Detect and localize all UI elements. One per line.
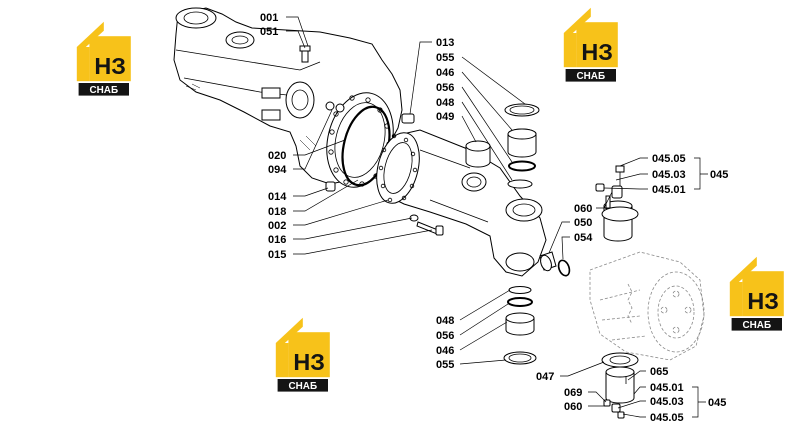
upper-bushing-stack bbox=[504, 103, 540, 189]
callout-045-lower: 045 bbox=[708, 397, 726, 409]
fitting-013 bbox=[401, 113, 415, 124]
callout-055-lower: 055 bbox=[436, 359, 454, 371]
axle-housing bbox=[173, 7, 403, 188]
callout-020: 020 bbox=[268, 150, 286, 162]
logo-sub-text: СНАБ bbox=[743, 320, 772, 331]
lower-kingpin bbox=[601, 352, 639, 419]
logo-main-text: НЗ bbox=[94, 53, 126, 79]
axle-arm bbox=[376, 129, 547, 277]
logo-sub-text: СНАБ bbox=[90, 85, 119, 96]
callout-048-upper: 048 bbox=[436, 97, 454, 109]
callout-045-01-upper: 045.01 bbox=[652, 184, 686, 196]
callout-045-upper: 045 bbox=[710, 169, 728, 181]
callout-002: 002 bbox=[268, 220, 286, 232]
fitting-094 bbox=[325, 101, 345, 113]
callout-001: 001 bbox=[260, 12, 278, 24]
watermark-logo-top-right: НЗ СНАБ bbox=[563, 7, 618, 82]
callout-056-upper: 056 bbox=[436, 82, 454, 94]
callout-049: 049 bbox=[436, 111, 454, 123]
callout-016: 016 bbox=[268, 234, 286, 246]
callout-065: 065 bbox=[650, 366, 668, 378]
callout-045-05-upper: 045.05 bbox=[652, 153, 686, 165]
logo-sub-text: СНАБ bbox=[577, 71, 606, 82]
pin-050 bbox=[539, 251, 557, 272]
callout-015: 015 bbox=[268, 249, 286, 261]
watermark-logo-top-left: НЗ СНАБ bbox=[76, 21, 131, 96]
callout-050: 050 bbox=[574, 217, 592, 229]
logo-main-text: НЗ bbox=[293, 349, 325, 375]
callout-055-upper: 055 bbox=[436, 52, 454, 64]
callout-060-lower: 060 bbox=[564, 401, 582, 413]
bolt-015 bbox=[416, 221, 444, 236]
callout-060-upper: 060 bbox=[574, 203, 592, 215]
upper-kingpin bbox=[595, 165, 639, 242]
ring-054 bbox=[557, 259, 571, 277]
callout-018: 018 bbox=[268, 206, 286, 218]
callout-046-upper: 046 bbox=[436, 67, 454, 79]
wheel-hub bbox=[589, 251, 705, 361]
callout-056-lower: 056 bbox=[436, 330, 454, 342]
callout-054: 054 bbox=[574, 232, 593, 244]
leader-lines bbox=[286, 16, 708, 418]
logo-main-text: НЗ bbox=[747, 288, 779, 314]
lower-bushing-stack bbox=[503, 286, 537, 365]
callout-014: 014 bbox=[268, 191, 287, 203]
logo-sub-text: СНАБ bbox=[289, 381, 318, 392]
washer-016 bbox=[409, 214, 419, 222]
callout-047: 047 bbox=[536, 371, 554, 383]
callout-048-lower: 048 bbox=[436, 315, 454, 327]
callout-094: 094 bbox=[268, 164, 287, 176]
callout-045-05-lower: 045.05 bbox=[650, 412, 684, 424]
callout-045-03-lower: 045.03 bbox=[650, 396, 684, 408]
fitting-014 bbox=[325, 181, 336, 192]
watermark-logo-right: НЗ СНАБ bbox=[729, 256, 784, 331]
watermark-logo-bottom-left: НЗ СНАБ bbox=[275, 317, 330, 392]
callout-045-01-lower: 045.01 bbox=[650, 382, 684, 394]
callout-051: 051 bbox=[260, 26, 278, 38]
callout-labels: 001 051 013 055 046 056 048 049 020 094 … bbox=[260, 12, 728, 424]
callout-013: 013 bbox=[436, 37, 454, 49]
callout-045-03-upper: 045.03 bbox=[652, 169, 686, 181]
callout-046-lower: 046 bbox=[436, 345, 454, 357]
logo-main-text: НЗ bbox=[581, 39, 613, 65]
cap-049 bbox=[465, 140, 491, 168]
callout-069: 069 bbox=[564, 387, 582, 399]
fitting-051 bbox=[299, 45, 311, 63]
